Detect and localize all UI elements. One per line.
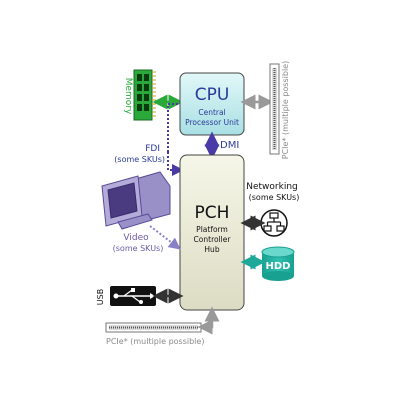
pcie-right-label: PCIe* (multiple possible) [281, 61, 290, 159]
networking-label-line2: (some SKUs) [249, 193, 300, 202]
pch-block: PCH Platform Controller Hub [179, 154, 245, 311]
hdd-label: HDD [266, 261, 291, 272]
pcie-slot-icon [269, 63, 280, 155]
video-label-line2: (some SKUs) [113, 244, 164, 253]
pch-pcie-bottom-link [197, 306, 220, 335]
monitor-icon [101, 171, 171, 230]
memory-label: Memory [123, 78, 133, 115]
fdi-link [167, 103, 178, 152]
pch-title: PCH [195, 203, 230, 223]
pch-line3: Hub [204, 245, 219, 254]
usb-label: USB [96, 289, 105, 305]
cpu-subtitle-line2: Processor Unit [185, 118, 239, 127]
pch-line1: Platform [196, 225, 228, 234]
dmi-label: DMI [220, 140, 239, 151]
cpu-subtitle-line1: Central [198, 108, 225, 117]
cpu-block: CPU Central Processor Unit [179, 72, 245, 136]
video-pch-link [149, 225, 181, 250]
hdd-icon [261, 246, 295, 281]
pcie-bottom-label: PCIe* (multiple possible) [106, 337, 204, 346]
network-icon [260, 209, 288, 237]
fdi-link-to-pch [167, 152, 184, 176]
video-label-line1: Video [123, 233, 149, 243]
memory-module-icon [133, 69, 156, 121]
cpu-title: CPU [195, 85, 230, 105]
usb-icon [110, 286, 156, 306]
networking-label-line1: Networking [246, 182, 298, 192]
fdi-label-line1: FDI [145, 144, 160, 154]
pcie-slot-icon-bottom [105, 322, 202, 333]
pch-line2: Controller [194, 235, 232, 244]
fdi-label-line2: (some SKUs) [114, 155, 165, 164]
